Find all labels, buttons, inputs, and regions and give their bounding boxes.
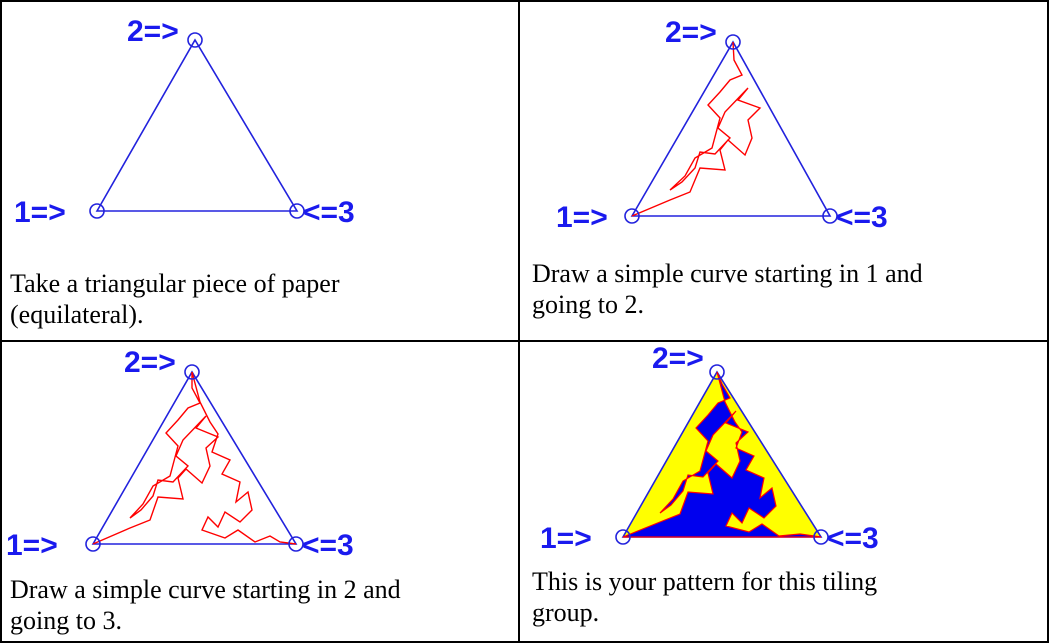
- triangle-outline: [630, 40, 832, 217]
- table-divider-horizontal: [0, 340, 1049, 342]
- vertex-1-label: 1=>: [6, 529, 58, 562]
- vertex-1-label: 1=>: [540, 522, 592, 555]
- vertex-3-label: <=3: [836, 201, 888, 234]
- panel-2: 1=> 2=> <=3 Draw a simple curve starting…: [520, 0, 1049, 340]
- triangle-diagram-3: 1=> 2=> <=3: [6, 346, 354, 562]
- vertex-2-label: 2=>: [665, 16, 717, 49]
- vertex-2-circle: [725, 34, 741, 50]
- pattern-blue-region: [622, 371, 822, 538]
- caption-line: This is your pattern for this tiling: [532, 567, 878, 596]
- vertex-2-label: 2=>: [124, 346, 176, 379]
- vertex-1-circle: [624, 208, 640, 224]
- vertex-2-label: 2=>: [652, 342, 704, 375]
- caption-line: Draw a simple curve starting in 2 and: [10, 575, 401, 604]
- vertex-2-circle: [184, 364, 200, 380]
- vertex-1-label: 1=>: [556, 201, 608, 234]
- vertex-2-label: 2=>: [127, 15, 179, 48]
- vertex-1-circle: [85, 536, 101, 552]
- curve-1-to-2: [631, 41, 762, 217]
- panel-1: 1=> 2=> <=3 Take a triangular piece of p…: [0, 0, 518, 340]
- vertex-1-circle: [615, 529, 631, 545]
- vertex-3-circle: [288, 536, 304, 552]
- triangle-diagram-2: 1=> 2=> <=3: [556, 16, 888, 234]
- vertex-3-label: <=3: [303, 196, 355, 229]
- panel-2-caption: Draw a simple curve starting in 1 and go…: [532, 258, 923, 320]
- vertex-3-circle: [822, 208, 838, 224]
- caption-line: Take a triangular piece of paper: [10, 269, 340, 298]
- triangle-diagram-1: 1=> 2=> <=3: [14, 15, 355, 229]
- vertex-3-label: <=3: [302, 529, 354, 562]
- caption-line: Draw a simple curve starting in 1 and: [532, 259, 923, 288]
- vertex-2-circle: [187, 32, 203, 48]
- table-divider-vertical: [518, 0, 520, 643]
- panel-4-caption: This is your pattern for this tiling gro…: [532, 566, 877, 628]
- panel-3: 1=> 2=> <=3 Draw a simple curve starting…: [0, 342, 518, 643]
- caption-line: (equilateral).: [10, 300, 144, 329]
- triangle-outline: [95, 38, 299, 212]
- triangle-diagram-4: 1=> 2=> <=3: [540, 342, 879, 555]
- curve-1-to-2: [92, 372, 220, 545]
- panel-4: 1=> 2=> <=3 This is your pattern for thi…: [520, 342, 1049, 643]
- vertex-2-circle: [709, 364, 725, 380]
- vertex-1-circle: [89, 203, 105, 219]
- curve-2-to-3: [191, 371, 297, 545]
- caption-line: going to 3.: [10, 606, 122, 635]
- panel-1-caption: Take a triangular piece of paper (equila…: [10, 268, 340, 330]
- vertex-3-circle: [289, 203, 305, 219]
- vertex-1-label: 1=>: [14, 196, 66, 229]
- triangle-outline: [91, 370, 298, 545]
- vertex-3-label: <=3: [827, 522, 879, 555]
- caption-line: group.: [532, 598, 600, 627]
- panel-3-caption: Draw a simple curve starting in 2 and go…: [10, 574, 401, 636]
- vertex-3-circle: [813, 529, 829, 545]
- caption-line: going to 2.: [532, 290, 644, 319]
